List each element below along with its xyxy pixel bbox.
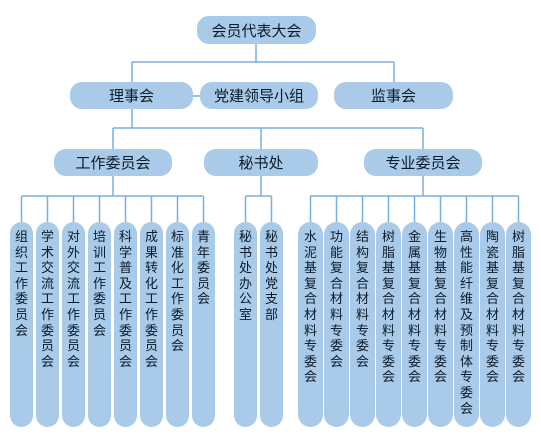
work-committee-5: 科学普及工作委员会 <box>114 222 137 427</box>
secretariat-unit-label: 秘书处党支部 <box>265 230 279 323</box>
professional-committee-label: 水泥基复合材料专委会 <box>304 230 318 386</box>
professional-committee-label: 功能复合材料专委会 <box>330 230 344 370</box>
professional-committee-5: 金属基复合材料专委会 <box>402 222 427 427</box>
work-committee-7: 标准化工作委员会 <box>166 222 189 427</box>
professional-committee-label: 树脂基复合材料专委会 <box>512 230 526 386</box>
professional-committee-1: 水泥基复合材料专委会 <box>298 222 323 427</box>
work-committee-4: 培训工作委员会 <box>88 222 111 427</box>
node-work-committees: 工作委员会 <box>54 149 172 176</box>
professional-committee-9: 树脂基复合材料专委会 <box>506 222 531 427</box>
professional-committee-4: 树脂基复合材料专委会 <box>376 222 401 427</box>
node-general-assembly: 会员代表大会 <box>197 16 316 44</box>
work-committee-label: 科学普及工作委员会 <box>119 230 133 370</box>
work-committee-label: 成果转化工作委员会 <box>145 230 159 370</box>
work-committee-label: 组织工作委员会 <box>15 230 29 339</box>
professional-committee-7: 高性能纤维及预制体专委会 <box>454 222 479 427</box>
secretariat-unit-label: 秘书处办公室 <box>239 230 253 323</box>
work-committee-6: 成果转化工作委员会 <box>140 222 163 427</box>
node-professional-committees: 专业委员会 <box>364 149 482 176</box>
node-supervisory-board: 监事会 <box>334 82 453 109</box>
professional-committee-3: 结构复合材料专委会 <box>350 222 375 427</box>
secretariat-unit-2: 秘书处党支部 <box>260 222 283 427</box>
professional-committee-label: 树脂基复合材料专委会 <box>382 230 396 386</box>
work-committee-label: 培训工作委员会 <box>93 230 107 339</box>
work-committee-2: 学术交流工作委员会 <box>36 222 59 427</box>
work-committee-3: 对外交流工作委员会 <box>62 222 85 427</box>
work-committee-label: 标准化工作委员会 <box>171 230 185 355</box>
work-committee-label: 对外交流工作委员会 <box>67 230 81 370</box>
professional-committee-label: 生物基复合材料专委会 <box>434 230 448 386</box>
professional-committee-label: 高性能纤维及预制体专委会 <box>460 230 474 417</box>
node-secretariat: 秘书处 <box>204 149 318 176</box>
professional-committee-8: 陶瓷基复合材料专委会 <box>480 222 505 427</box>
secretariat-unit-1: 秘书处办公室 <box>234 222 257 427</box>
professional-committee-2: 功能复合材料专委会 <box>324 222 349 427</box>
professional-committee-label: 陶瓷基复合材料专委会 <box>486 230 500 386</box>
work-committee-8: 青年委员会 <box>192 222 215 427</box>
professional-committee-label: 结构复合材料专委会 <box>356 230 370 370</box>
work-committee-label: 青年委员会 <box>197 230 211 308</box>
work-committee-label: 学术交流工作委员会 <box>41 230 55 370</box>
node-party-group: 党建领导小组 <box>200 82 318 109</box>
professional-committee-label: 金属基复合材料专委会 <box>408 230 422 386</box>
node-council: 理事会 <box>70 82 193 109</box>
work-committee-1: 组织工作委员会 <box>10 222 33 427</box>
professional-committee-6: 生物基复合材料专委会 <box>428 222 453 427</box>
